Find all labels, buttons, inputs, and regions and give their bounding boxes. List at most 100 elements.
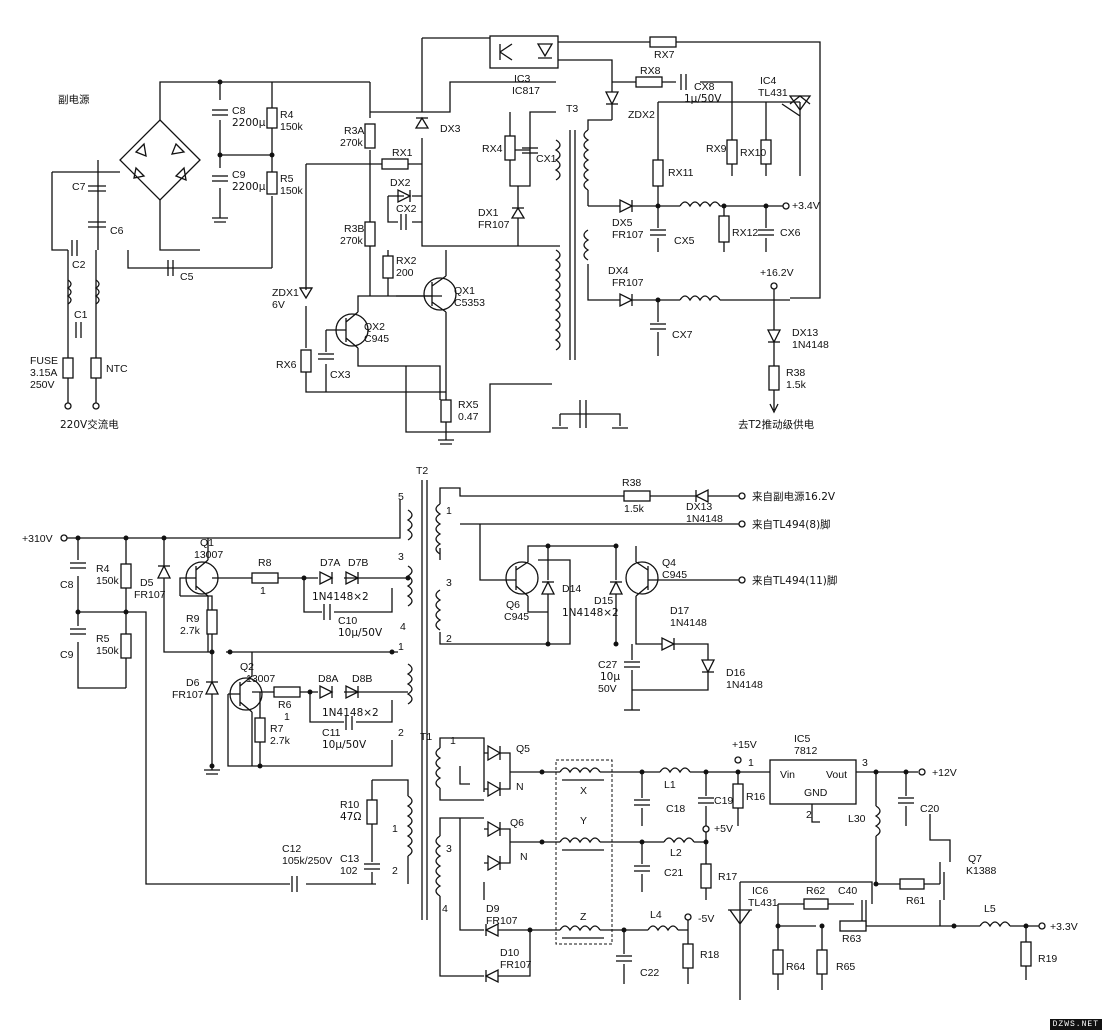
rx2-value: 200 [396,267,414,279]
r63-label: R63 [842,933,861,945]
ic3-value: IC817 [512,85,540,97]
r61-label: R61 [906,895,925,907]
dx13a-value: 1N4148 [792,339,829,351]
t2-pin5: 5 [398,491,404,503]
c18-label: C18 [666,803,685,815]
c13-label: C13 [340,853,359,865]
q4-value: C945 [662,569,687,581]
bridge-rectifier [119,81,272,251]
d17-label: D17 [670,605,689,617]
t2-pin2: 2 [398,727,404,739]
r62-label: R62 [806,885,825,897]
q7-value: K1388 [966,865,997,877]
r8-value: 1 [260,585,266,597]
v12-label: +12V [932,767,957,779]
t1-pin1: 1 [392,823,398,835]
qx1-value: C5353 [454,297,485,309]
d15-value: 1N4148×2 [562,607,619,619]
l2-label: L2 [670,847,682,859]
c10-label: C10 [338,615,357,627]
t1-sec-pin4: 4 [442,903,448,915]
c27-value: 10μ [600,671,620,683]
d8a-label: D8A [318,673,338,685]
l30-label: L30 [848,813,866,825]
t1-sec-pin3: 3 [446,843,452,855]
c12-value: 105k/250V [282,855,332,867]
d7a-label: D7A [320,557,340,569]
dx13b-value: 1N4148 [686,513,723,525]
dx4-value: FR107 [612,277,644,289]
r4b-value: 150k [96,575,120,587]
t2-sec-pin1: 1 [446,505,452,517]
dx2-label: DX2 [390,177,411,189]
v33-label: +3.3V [1050,921,1078,933]
rx7-label: RX7 [654,49,675,61]
d14-label: D14 [562,583,581,595]
q7-label: Q7 [968,853,982,865]
r3a-label: R3A [344,125,364,137]
t2-pin1: 1 [398,641,404,653]
dx5-label: DX5 [612,217,633,229]
from-aux-label: 来自副电源16.2V [752,490,836,503]
r3a-value: 270k [340,137,364,149]
r4a-label: R4 [280,109,294,121]
c8b-label: C8 [60,579,74,591]
ic3-label: IC3 [514,73,531,85]
dx1-value: FR107 [478,219,510,231]
r10-label: R10 [340,799,359,811]
c27-label: C27 [598,659,617,671]
vm5-label: -5V [698,913,714,925]
r38b-label: R38 [622,477,641,489]
ic5-gnd: GND [804,787,828,799]
aux-psu-title: 副电源 [58,93,90,106]
ic4-value: TL431 [758,87,788,99]
ic5-value: 7812 [794,745,818,757]
d7b-label: D7B [348,557,368,569]
r19-label: R19 [1038,953,1057,965]
d17-value: 1N4148 [670,617,707,629]
d10-label: D10 [500,947,519,959]
cx5-label: CX5 [674,235,695,247]
c9a-value: 2200μ [232,181,266,193]
zdx1-label: ZDX1 [272,287,299,299]
r16-label: R16 [746,791,765,803]
d8-value: 1N4148×2 [322,707,379,719]
fuse-label: FUSE [30,355,58,367]
ic6-value: TL431 [748,897,778,909]
zdx1-value: 6V [272,299,285,311]
r7-label: R7 [270,723,284,735]
inductor-z: Z [580,911,587,923]
d9-value: FR107 [486,915,518,927]
qx2-label: QX2 [364,321,385,333]
q4-label: Q4 [662,557,676,569]
ntc-label: NTC [106,363,128,375]
c9b-label: C9 [60,649,74,661]
r7-value: 2.7k [270,735,291,747]
ic5-vout: Vout [826,769,847,781]
v162-label: +16.2V [760,267,794,279]
ic6-label: IC6 [752,885,769,897]
r5a-label: R5 [280,173,294,185]
zdx2-label: ZDX2 [628,109,655,121]
from-tl8-label: 来自TL494(8)脚 [752,518,831,531]
inductor-y: Y [580,815,587,827]
ac-input-label: 220V交流电 [60,418,119,431]
rx4-label: RX4 [482,143,503,155]
r10-value: 47Ω [340,811,361,823]
d6-label: D6 [186,677,200,689]
t2-sec-pin3: 3 [446,577,452,589]
ic5-pin3: 3 [862,757,868,769]
q1-value: 13007 [194,549,223,561]
c10-value: 10μ/50V [338,627,383,639]
ic5-label: IC5 [794,733,811,745]
t1-label: T1 [420,731,432,743]
ic4-label: IC4 [760,75,777,87]
dx3-label: DX3 [440,123,461,135]
dx5-value: FR107 [612,229,644,241]
q6a-label: Q6 [506,599,520,611]
cx7-label: CX7 [672,329,693,341]
rx8-label: RX8 [640,65,661,77]
q6b-label: Q6 [510,817,524,829]
rx10-label: RX10 [740,147,766,159]
